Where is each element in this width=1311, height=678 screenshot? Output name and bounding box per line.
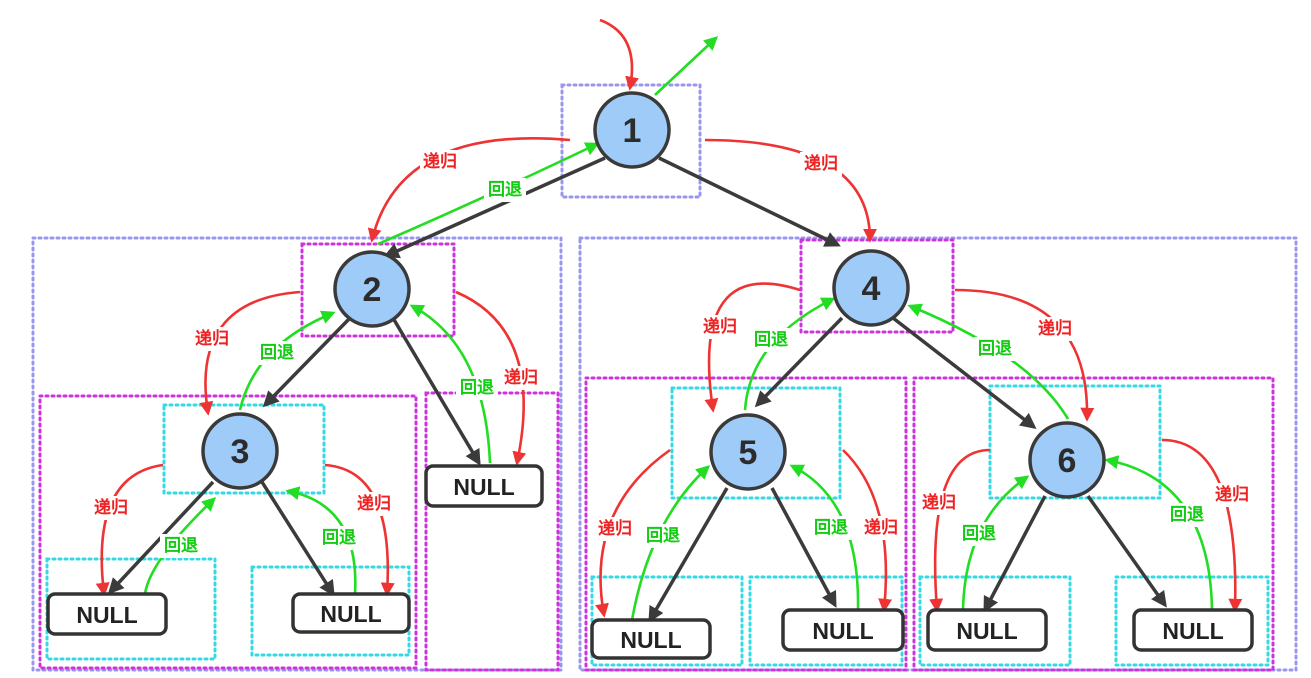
edge-4-6 <box>891 316 1037 429</box>
backtrack-arrow-null-2 <box>409 304 492 464</box>
backtrack-arrow-5-4 <box>743 297 836 411</box>
recurse-label-1-2: 递归 <box>423 151 457 172</box>
null-label: NULL <box>76 602 137 628</box>
recurse-arrow-1-2 <box>367 136 571 243</box>
box-node-2 <box>300 242 456 338</box>
edge-1-2 <box>383 156 606 259</box>
recurse-arrow-3-null-left <box>95 463 164 597</box>
backtrack-label-null-5-left: 回退 <box>646 526 680 546</box>
recurse-label-3-null-right: 递归 <box>357 493 391 514</box>
recurse-label-6-null-right: 递归 <box>1215 484 1249 505</box>
tree-node-5: 5 <box>709 413 787 491</box>
tree-node-3: 3 <box>201 412 279 490</box>
tree-node-4: 4 <box>832 249 910 327</box>
recurse-label-5-null-right: 递归 <box>864 517 898 538</box>
recurse-arrow-1-4 <box>704 138 877 243</box>
recurse-label-4-5: 递归 <box>703 316 737 337</box>
box-node-3 <box>162 403 326 495</box>
null-label: NULL <box>1162 618 1223 644</box>
recurse-label-2-null: 递归 <box>504 367 538 388</box>
backtrack-labels: 回退 回退 回退 回退 回退 回退 回退 回退 回退 回退 回退 <box>160 178 1208 558</box>
recurse-labels: 递归 递归 递归 递归 递归 递归 递归 递归 递归 递归 递归 递归 <box>90 150 1253 541</box>
backtrack-label-null-2: 回退 <box>460 378 494 398</box>
backtrack-arrow-null-3-right <box>285 486 357 595</box>
recurse-label-4-6: 递归 <box>1038 318 1072 339</box>
backtrack-label-null-3-left: 回退 <box>164 536 198 556</box>
null-nodes: NULL NULL NULL NULL NULL NULL NULL <box>46 464 1254 660</box>
null-node-3-left: NULL <box>46 592 168 636</box>
backtrack-label-6-4: 回退 <box>978 339 1012 359</box>
null-node-5-left: NULL <box>590 618 712 660</box>
backtrack-arrow-2-1 <box>377 142 600 246</box>
edge-6-null-right <box>1086 494 1167 608</box>
edge-2-3 <box>262 316 352 408</box>
null-node-3-right: NULL <box>291 592 411 634</box>
grouping-boxes <box>31 83 1298 672</box>
backtrack-label-5-4: 回退 <box>754 330 788 350</box>
backtrack-arrow-exit <box>654 36 719 96</box>
tree-nodes: 1 2 3 4 5 6 <box>201 91 1106 499</box>
null-label: NULL <box>453 474 514 500</box>
recurse-arrow-6-null-right <box>1161 438 1243 613</box>
node-label: 2 <box>363 271 382 309</box>
recurse-label-2-3: 递归 <box>195 328 229 349</box>
null-node-6-right: NULL <box>1132 608 1254 652</box>
recurse-arrow-4-5 <box>704 282 801 413</box>
null-node-5-right: NULL <box>781 608 905 652</box>
edge-5-null-right <box>770 487 837 608</box>
box-node-4 <box>799 238 955 334</box>
tree-edges <box>107 156 1167 623</box>
box-subtree-4 <box>578 236 1298 672</box>
recurse-arrow-6-null-left <box>929 448 991 613</box>
null-node-2-right: NULL <box>424 464 544 508</box>
null-label: NULL <box>320 601 381 627</box>
recurse-label-1-4: 递归 <box>804 153 838 174</box>
backtrack-label-null-5-right: 回退 <box>814 518 848 538</box>
box-node-6 <box>988 384 1162 500</box>
node-label: 6 <box>1058 442 1077 480</box>
backtrack-label-null-3-right: 回退 <box>322 528 356 548</box>
edge-1-4 <box>658 156 841 247</box>
null-label: NULL <box>812 618 873 644</box>
recurse-arrow-entry <box>599 18 639 91</box>
backtrack-arrow-null-6-right <box>1104 455 1214 611</box>
box-subtree-2 <box>31 236 563 672</box>
recurse-arrow-2-null <box>455 290 527 466</box>
recurse-label-5-null-left: 递归 <box>598 518 632 539</box>
edge-3-null-right <box>260 481 335 597</box>
node-label: 1 <box>623 112 642 150</box>
box-null-2-right <box>424 391 560 672</box>
backtrack-label-null-6-right: 回退 <box>1170 505 1204 525</box>
recurse-arrow-5-null-right <box>842 449 893 613</box>
node-label: 5 <box>739 434 758 472</box>
tree-node-1: 1 <box>593 91 671 169</box>
null-label: NULL <box>956 618 1017 644</box>
box-null-6-left <box>918 575 1072 667</box>
box-node-5 <box>670 386 842 500</box>
null-label: NULL <box>620 627 681 653</box>
null-node-6-left: NULL <box>926 608 1048 652</box>
backtrack-label-3-2: 回退 <box>260 343 294 363</box>
edge-6-null-left <box>983 495 1047 613</box>
edge-4-5 <box>754 316 844 408</box>
backtrack-label-null-6-left: 回退 <box>962 524 996 544</box>
edge-2-null <box>391 317 481 466</box>
backtrack-label-2-1: 回退 <box>488 180 522 200</box>
edge-5-null-left <box>648 487 729 623</box>
tree-node-6: 6 <box>1028 421 1106 499</box>
box-subtree-3 <box>38 394 418 670</box>
box-subtree-6 <box>912 376 1275 672</box>
node-label: 3 <box>231 433 250 471</box>
box-null-5-left <box>590 575 744 667</box>
recurse-arrow-2-3 <box>199 290 301 416</box>
recurse-label-6-null-left: 递归 <box>922 492 956 513</box>
recurse-label-3-null-left: 递归 <box>94 497 128 518</box>
tree-node-2: 2 <box>333 250 411 328</box>
node-label: 4 <box>862 270 881 308</box>
